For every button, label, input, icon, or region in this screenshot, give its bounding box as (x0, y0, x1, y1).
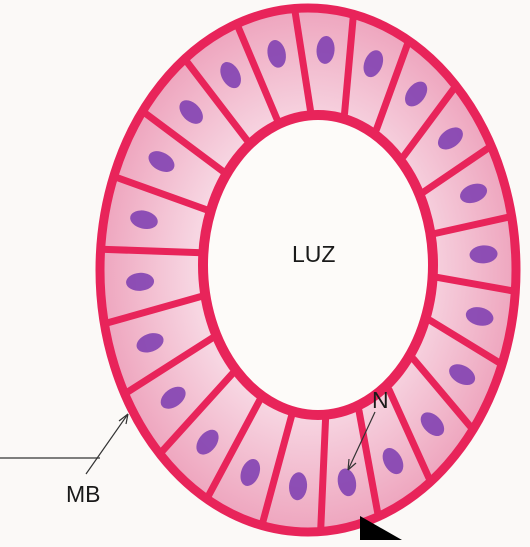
mb-arrowhead (119, 414, 128, 424)
basement-membrane-label: MB (66, 483, 101, 506)
cell-wall (105, 249, 199, 252)
lumen-label: LUZ (292, 243, 335, 266)
mb-arrow (86, 414, 128, 474)
nucleus-label: N (372, 389, 389, 412)
cell-wall (321, 420, 326, 528)
